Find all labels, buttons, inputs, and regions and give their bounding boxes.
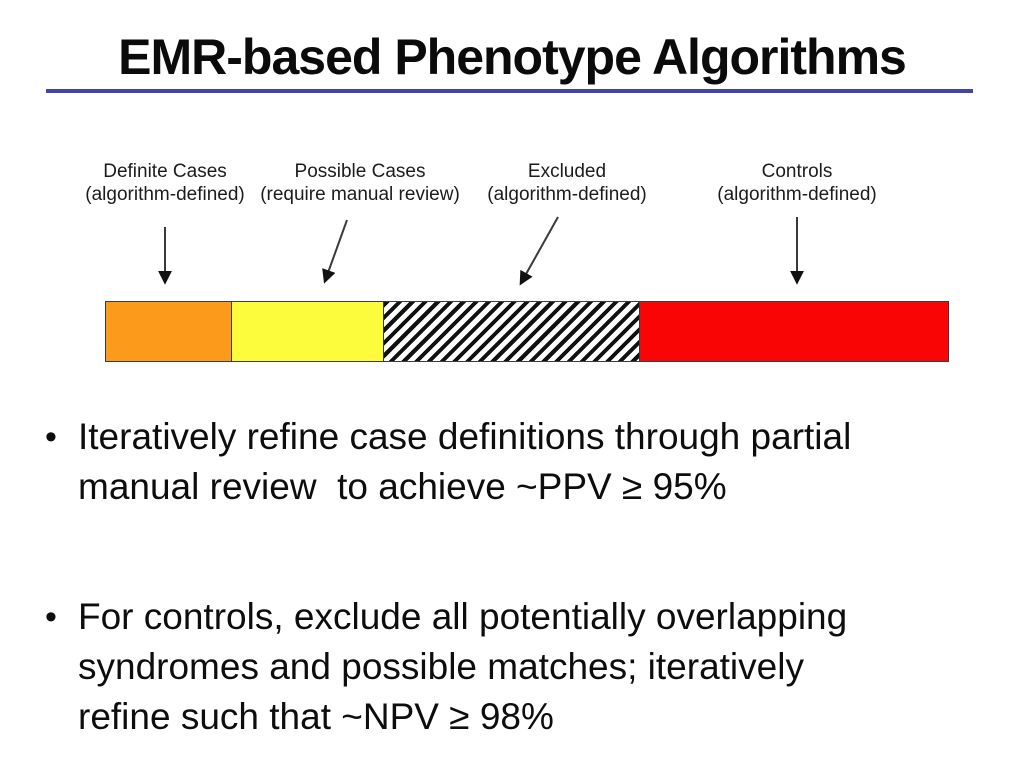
bar-segment-excluded <box>383 301 640 362</box>
bullet-text-npv: For controls, exclude all potentially ov… <box>78 596 848 737</box>
bar-segment-possible-cases <box>231 301 384 362</box>
bullet-text-ppv: Iteratively refine case definitions thro… <box>78 416 852 507</box>
label-definite-cases: Definite Cases (algorithm-defined) <box>65 160 265 206</box>
bullet-marker: • <box>45 418 57 456</box>
label-possible-cases-line1: Possible Cases <box>294 161 426 182</box>
title-underline-rule <box>46 89 973 93</box>
down-arrow-excluded-icon <box>519 216 559 286</box>
label-controls-line1: Controls <box>761 161 833 182</box>
bullet-item-ppv: • Iteratively refine case definitions th… <box>45 412 996 512</box>
label-definite-cases-line1: Definite Cases <box>103 161 227 182</box>
bar-segment-controls <box>639 301 949 362</box>
label-excluded-line2: (algorithm-defined) <box>487 184 647 205</box>
label-definite-cases-line2: (algorithm-defined) <box>85 184 245 205</box>
label-possible-cases-line2: (require manual review) <box>260 184 460 205</box>
bullet-marker: • <box>45 598 57 636</box>
label-possible-cases: Possible Cases (require manual review) <box>248 160 472 206</box>
page-title: EMR-based Phenotype Algorithms <box>118 29 907 85</box>
label-controls-line2: (algorithm-defined) <box>717 184 877 205</box>
bullet-item-npv: • For controls, exclude all potentially … <box>45 592 996 742</box>
label-excluded: Excluded (algorithm-defined) <box>472 160 662 206</box>
label-excluded-line1: Excluded <box>527 161 607 182</box>
label-controls: Controls (algorithm-defined) <box>697 160 897 206</box>
bar-segment-definite-cases <box>105 301 232 362</box>
down-arrow-possible-cases-icon <box>322 219 348 284</box>
phenotype-segment-bar <box>105 301 952 362</box>
